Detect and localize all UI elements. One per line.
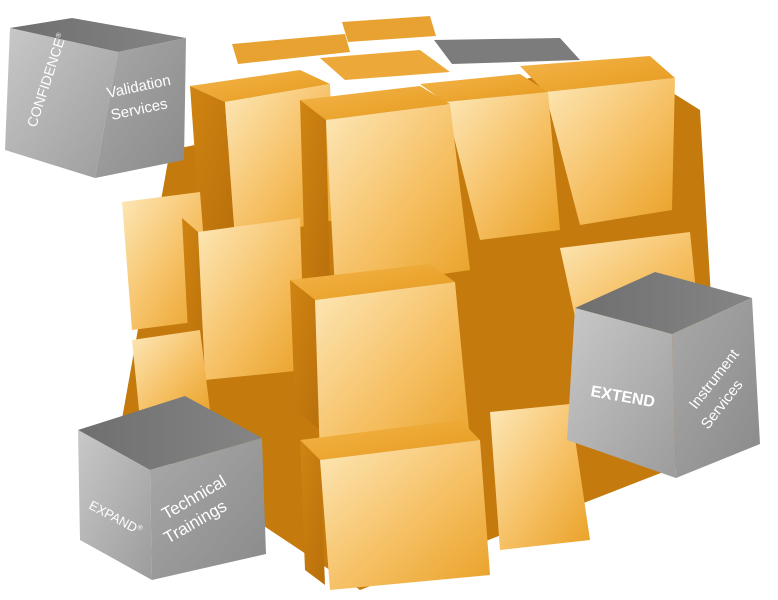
cube-top-mid-front xyxy=(445,92,560,240)
cube-top-front-front xyxy=(326,104,470,290)
expand-service-cube: EXPAND® Technical Trainings xyxy=(78,396,266,580)
cube-back-top-3 xyxy=(320,50,450,80)
gray-back-cube xyxy=(434,38,580,64)
cube-top-left-top xyxy=(190,70,330,102)
cube-bottom-center-front xyxy=(320,440,490,590)
cube-bottom-right-front xyxy=(490,404,590,550)
extend-service-cube: EXTEND Instrument Services xyxy=(567,272,760,478)
cube-mid-center-top xyxy=(290,264,455,300)
cube-top-right-front xyxy=(545,78,675,225)
cube-mid-center-front xyxy=(315,282,470,460)
cube-top-mid-top xyxy=(420,74,548,102)
cube-mid-center-side xyxy=(290,280,320,430)
cube-bottom-center-side xyxy=(300,440,325,585)
cube-bottom-center-top xyxy=(300,420,480,460)
cube-top-right-top xyxy=(520,56,675,92)
cube-top-front-top xyxy=(300,86,450,120)
cube-back-top-2 xyxy=(342,16,436,42)
cube-back-top-1 xyxy=(232,34,350,64)
cube-mid-left-front xyxy=(198,218,305,380)
cube-top-front-side xyxy=(300,100,330,290)
confidence-service-cube: CONFIDENCE® Validation Services xyxy=(5,18,186,178)
cube-bottom-far-left xyxy=(132,330,210,420)
cube-top-left-side xyxy=(190,86,235,240)
